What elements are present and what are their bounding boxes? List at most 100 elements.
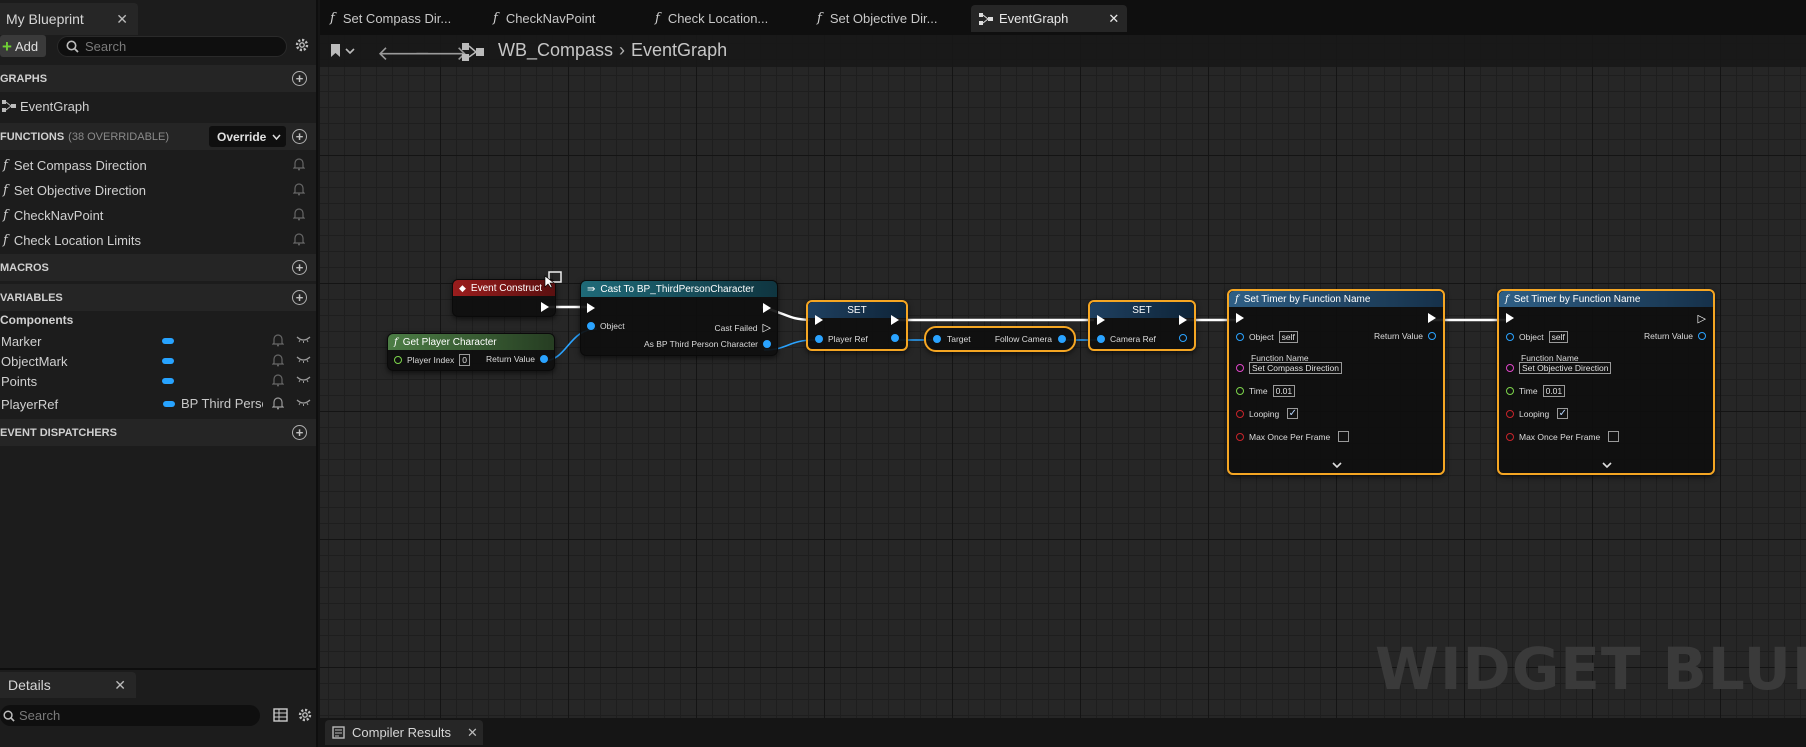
exec-out-pin[interactable] bbox=[541, 302, 549, 312]
tab-eventgraph[interactable]: EventGraph ✕ bbox=[971, 5, 1128, 32]
exec-out-pin[interactable] bbox=[763, 303, 771, 313]
set-camera-ref-node[interactable]: SET Camera Ref bbox=[1088, 300, 1196, 351]
details-tab[interactable]: Details ✕ bbox=[0, 672, 136, 698]
close-icon[interactable]: ✕ bbox=[114, 677, 126, 693]
bell-icon[interactable] bbox=[272, 374, 284, 387]
variable-item-objectmark[interactable]: ObjectMark bbox=[0, 350, 316, 372]
max-once-per-frame-pin[interactable]: Max Once Per Frame bbox=[1506, 431, 1620, 442]
bell-icon[interactable] bbox=[293, 233, 305, 246]
add-variable-icon[interactable]: + bbox=[292, 290, 307, 305]
add-macro-icon[interactable]: + bbox=[292, 260, 307, 275]
bell-icon[interactable] bbox=[272, 397, 284, 410]
blueprint-search-input[interactable]: Search bbox=[57, 36, 287, 57]
exec-in-pin[interactable] bbox=[815, 315, 823, 325]
follow-camera-pin[interactable]: Follow Camera bbox=[995, 334, 1066, 344]
compiler-results-tab[interactable]: Compiler Results ✕ bbox=[325, 720, 483, 745]
gear-icon[interactable] bbox=[297, 707, 313, 723]
object-input[interactable]: self bbox=[1548, 331, 1568, 343]
graphs-section-header[interactable]: GRAPHS + bbox=[0, 65, 316, 92]
max-once-per-frame-pin[interactable]: Max Once Per Frame bbox=[1236, 431, 1350, 442]
graph-item-eventgraph[interactable]: EventGraph bbox=[0, 95, 316, 117]
event-graph-canvas[interactable]: 🡐 🡒 WB_Compass › EventGraph WIDGET BLUEP… bbox=[320, 35, 1806, 718]
exec-in-pin[interactable] bbox=[1097, 315, 1105, 325]
return-value-pin[interactable]: Return Value bbox=[486, 354, 548, 364]
function-name-input[interactable]: Set Objective Direction bbox=[1519, 362, 1612, 374]
max-once-per-frame-checkbox[interactable] bbox=[1608, 431, 1620, 442]
functions-section-header[interactable]: FUNCTIONS (38 OVERRIDABLE) Override + bbox=[0, 123, 316, 150]
set-player-ref-node[interactable]: SET Player Ref bbox=[806, 300, 908, 351]
components-category[interactable]: Components bbox=[0, 313, 74, 327]
table-view-icon[interactable] bbox=[273, 708, 288, 722]
add-button[interactable]: + Add bbox=[0, 35, 46, 57]
function-item-set-objective-direction[interactable]: f Set Objective Direction bbox=[0, 179, 316, 201]
tab-set-compass-direction[interactable]: f Set Compass Dir... bbox=[330, 5, 451, 32]
graph-hierarchy-icon[interactable] bbox=[462, 43, 484, 61]
eye-closed-icon[interactable] bbox=[296, 334, 311, 344]
gear-icon[interactable] bbox=[294, 37, 310, 53]
my-blueprint-tab[interactable]: My Blueprint ✕ bbox=[0, 3, 138, 35]
return-value-pin[interactable]: Return Value bbox=[1374, 331, 1436, 341]
bell-icon[interactable] bbox=[293, 158, 305, 171]
exec-in-pin[interactable] bbox=[1236, 313, 1244, 323]
set-timer-by-function-name-node-2[interactable]: f Set Timer by Function Name ▷ Object se… bbox=[1497, 289, 1715, 475]
bookmark-icon[interactable] bbox=[329, 43, 357, 59]
function-item-check-location-limits[interactable]: f Check Location Limits bbox=[0, 229, 316, 251]
function-item-set-compass-direction[interactable]: f Set Compass Direction bbox=[0, 154, 316, 176]
as-bp-third-person-character-pin[interactable]: As BP Third Person Character bbox=[644, 339, 771, 349]
event-construct-node[interactable]: ◆ Event Construct bbox=[452, 279, 556, 317]
player-index-pin[interactable]: Player Index 0 bbox=[394, 354, 470, 366]
object-input[interactable]: self bbox=[1278, 331, 1298, 343]
add-function-icon[interactable]: + bbox=[292, 129, 307, 144]
bell-icon[interactable] bbox=[293, 208, 305, 221]
variables-section-header[interactable]: VARIABLES + bbox=[0, 284, 316, 311]
function-name-pin[interactable]: Set Objective Direction bbox=[1506, 362, 1612, 374]
time-pin[interactable]: Time 0.01 bbox=[1236, 385, 1296, 397]
object-pin[interactable]: Object bbox=[587, 321, 625, 331]
eye-closed-icon[interactable] bbox=[296, 354, 311, 364]
player-index-input[interactable]: 0 bbox=[459, 354, 470, 366]
cast-failed-pin[interactable]: Cast Failed ▷ bbox=[715, 321, 771, 334]
exec-out-pin[interactable] bbox=[891, 315, 899, 325]
function-name-pin[interactable]: Set Compass Direction bbox=[1236, 362, 1342, 374]
exec-out-pin[interactable]: ▷ bbox=[1698, 312, 1706, 325]
player-ref-out-pin[interactable] bbox=[891, 334, 899, 342]
override-dropdown[interactable]: Override bbox=[209, 126, 286, 147]
add-graph-icon[interactable]: + bbox=[292, 71, 307, 86]
camera-ref-out-pin[interactable] bbox=[1179, 334, 1187, 342]
looping-pin[interactable]: Looping ✓ bbox=[1506, 408, 1569, 419]
time-input[interactable]: 0.01 bbox=[1542, 385, 1566, 397]
variable-item-points[interactable]: Points bbox=[0, 370, 316, 392]
object-pin[interactable]: Object self bbox=[1236, 331, 1298, 343]
exec-in-pin[interactable] bbox=[1506, 313, 1514, 323]
chevron-down-icon[interactable] bbox=[1602, 462, 1612, 469]
exec-out-pin[interactable] bbox=[1428, 313, 1436, 323]
variable-item-marker[interactable]: Marker bbox=[0, 330, 316, 352]
looping-pin[interactable]: Looping ✓ bbox=[1236, 408, 1299, 419]
exec-out-pin[interactable] bbox=[1179, 315, 1187, 325]
player-ref-pin[interactable]: Player Ref bbox=[815, 334, 868, 344]
cast-to-bp-thirdpersoncharacter-node[interactable]: ⇛ Cast To BP_ThirdPersonCharacter Object… bbox=[580, 280, 778, 356]
variable-item-playerref[interactable]: PlayerRef BP Third Perso bbox=[0, 393, 316, 415]
macros-section-header[interactable]: MACROS + bbox=[0, 254, 316, 281]
details-search-input[interactable]: Search bbox=[0, 705, 260, 726]
time-pin[interactable]: Time 0.01 bbox=[1506, 385, 1566, 397]
function-item-checknavpoint[interactable]: f CheckNavPoint bbox=[0, 204, 316, 226]
camera-ref-pin[interactable]: Camera Ref bbox=[1097, 334, 1156, 344]
exec-in-pin[interactable] bbox=[587, 303, 595, 313]
max-once-per-frame-checkbox[interactable] bbox=[1338, 431, 1350, 442]
get-player-character-node[interactable]: f Get Player Character Player Index 0 Re… bbox=[387, 333, 555, 371]
bell-icon[interactable] bbox=[272, 334, 284, 347]
tab-checknavpoint[interactable]: f CheckNavPoint bbox=[493, 5, 595, 32]
follow-camera-getter-node[interactable]: Target Follow Camera bbox=[924, 326, 1076, 352]
set-timer-by-function-name-node-1[interactable]: f Set Timer by Function Name Object self… bbox=[1227, 289, 1445, 475]
object-pin[interactable]: Object self bbox=[1506, 331, 1568, 343]
close-icon[interactable]: ✕ bbox=[1108, 10, 1120, 26]
eye-closed-icon[interactable] bbox=[296, 397, 311, 407]
function-name-input[interactable]: Set Compass Direction bbox=[1249, 362, 1342, 374]
eye-closed-icon[interactable] bbox=[296, 374, 311, 384]
close-icon[interactable]: ✕ bbox=[116, 11, 128, 27]
return-value-pin[interactable]: Return Value bbox=[1644, 331, 1706, 341]
time-input[interactable]: 0.01 bbox=[1272, 385, 1296, 397]
close-icon[interactable]: ✕ bbox=[466, 724, 478, 740]
bell-icon[interactable] bbox=[293, 183, 305, 196]
